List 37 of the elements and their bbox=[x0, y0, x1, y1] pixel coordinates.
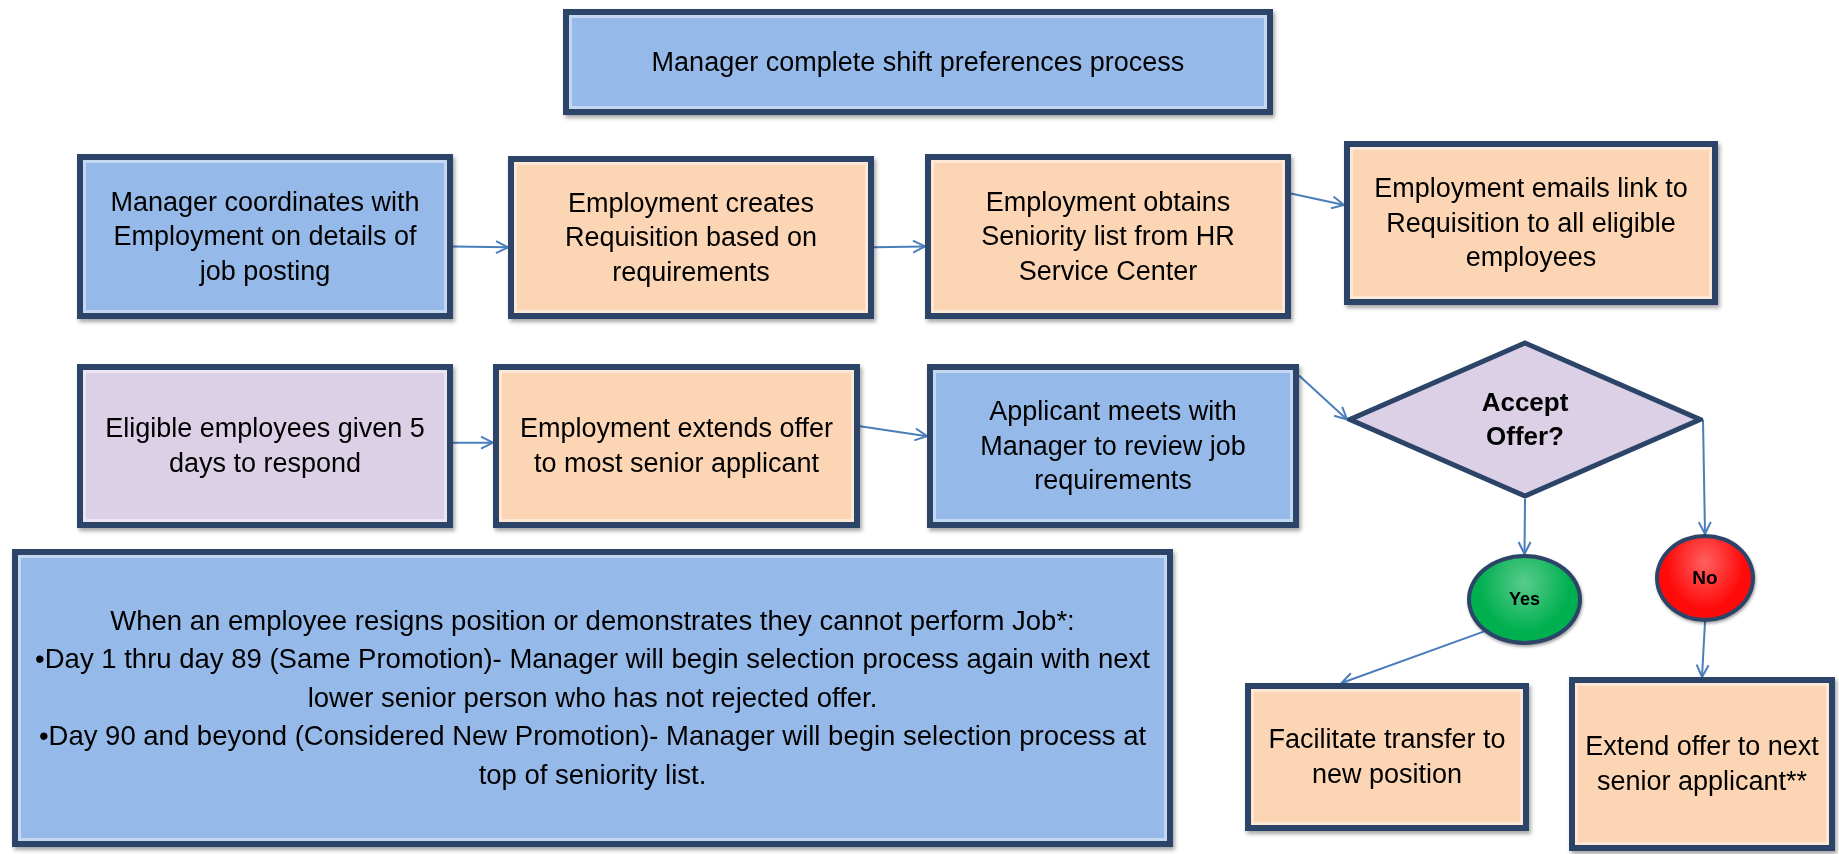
step-label: Eligible employees given 5 days to respond bbox=[104, 412, 426, 480]
step-label: Applicant meets with Manager to review job requirements bbox=[979, 395, 1247, 498]
arrow bbox=[1695, 621, 1710, 678]
decision-diamond bbox=[1347, 340, 1703, 499]
arrow bbox=[1517, 498, 1532, 555]
arrow bbox=[859, 425, 928, 442]
arrow bbox=[873, 239, 926, 254]
process-box bbox=[77, 364, 453, 528]
process-box bbox=[1344, 141, 1718, 305]
arrow bbox=[1697, 418, 1712, 535]
arrow bbox=[1298, 374, 1348, 421]
process-box bbox=[563, 9, 1273, 115]
answer-label: No bbox=[1692, 565, 1718, 590]
process-box bbox=[77, 154, 453, 319]
process-box bbox=[1245, 683, 1529, 831]
step-label: Employment obtains Seniority list from HR Service Center bbox=[980, 185, 1236, 288]
arrow bbox=[1290, 192, 1345, 210]
step-label: Extend offer to next senior applicant** bbox=[1585, 730, 1819, 798]
arrow bbox=[452, 240, 509, 255]
step-label: Manager coordinates with Employment on details of job posting bbox=[109, 185, 421, 288]
note-box bbox=[12, 549, 1173, 847]
process-box bbox=[1569, 677, 1835, 851]
note-text: •Day 1 thru day 89 (Same Promotion)- Manager will begin selection process again with next lower senior person who has not rejected offer. bbox=[34, 642, 1151, 715]
step-label: Employment creates Requisition based on requirements bbox=[563, 186, 819, 289]
step-label: Employment emails link to Requisition to all eligible employees bbox=[1373, 172, 1689, 275]
process-box bbox=[508, 156, 874, 319]
note-text: When an employee resigns position or demonstrates they cannot perform Job*: bbox=[110, 603, 1075, 638]
arrow bbox=[452, 435, 494, 450]
process-box bbox=[927, 364, 1299, 528]
process-box bbox=[925, 154, 1291, 319]
process-box bbox=[493, 364, 860, 528]
note-text: •Day 90 and beyond (Considered New Promotion)- Manager will begin selection process at top of seniority list. bbox=[37, 719, 1148, 792]
answer-label: Yes bbox=[1508, 588, 1540, 611]
step-label: Employment extends offer to most senior applicant bbox=[518, 412, 835, 480]
step-label: Facilitate transfer to new position bbox=[1267, 723, 1507, 791]
step-label: Manager complete shift preferences process bbox=[651, 45, 1185, 79]
decision-label: Accept Offer? bbox=[1480, 386, 1570, 453]
